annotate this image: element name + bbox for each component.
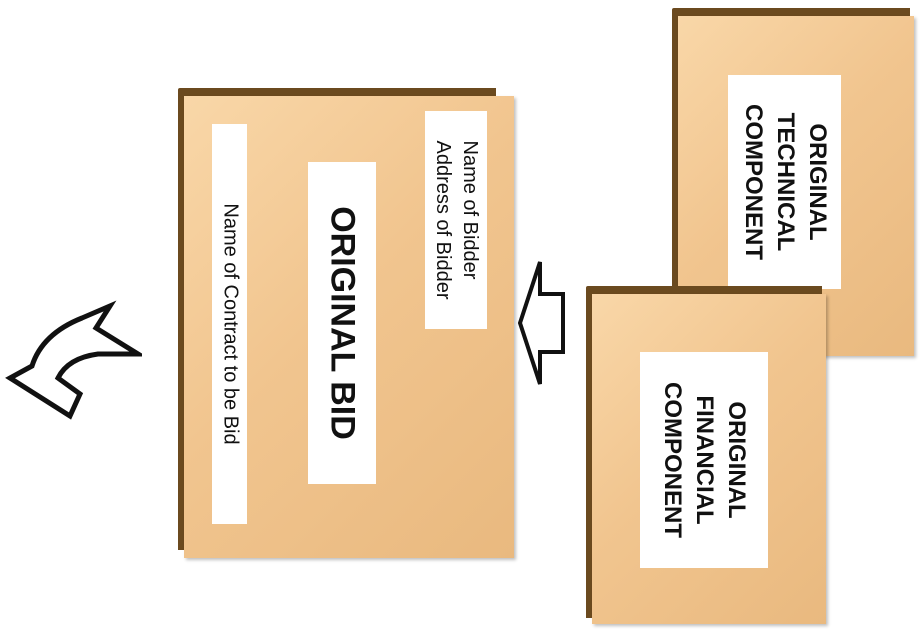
contract-label: Name of Contract to be Bid <box>212 124 247 524</box>
bidder-name: Name of Bidder <box>456 141 483 300</box>
insert-arrow-icon <box>516 256 576 390</box>
financial-line-2: FINANCIAL <box>688 382 720 538</box>
bidder-label-text: Name of Bidder Address of Bidder <box>429 141 483 300</box>
financial-envelope: ORIGINAL FINANCIAL COMPONENT <box>592 294 826 624</box>
contract-name: Name of Contract to be Bid <box>218 203 241 444</box>
curved-arrow-icon <box>2 298 142 428</box>
bidder-label: Name of Bidder Address of Bidder <box>425 111 487 329</box>
envelope-title: ORIGINAL BID <box>323 206 362 440</box>
financial-label-text: ORIGINAL FINANCIAL COMPONENT <box>656 382 752 538</box>
financial-line-1: ORIGINAL <box>720 382 752 538</box>
title-label: ORIGINAL BID <box>308 162 376 484</box>
technical-label: ORIGINAL TECHNICAL COMPONENT <box>728 75 841 289</box>
bidder-address: Address of Bidder <box>429 141 456 300</box>
main-envelope: Name of Bidder Address of Bidder ORIGINA… <box>184 96 514 558</box>
technical-line-1: ORIGINAL <box>801 104 833 260</box>
financial-label: ORIGINAL FINANCIAL COMPONENT <box>640 352 768 568</box>
technical-line-3: COMPONENT <box>737 104 769 260</box>
technical-line-2: TECHNICAL <box>769 104 801 260</box>
financial-line-3: COMPONENT <box>656 382 688 538</box>
technical-label-text: ORIGINAL TECHNICAL COMPONENT <box>737 104 833 260</box>
